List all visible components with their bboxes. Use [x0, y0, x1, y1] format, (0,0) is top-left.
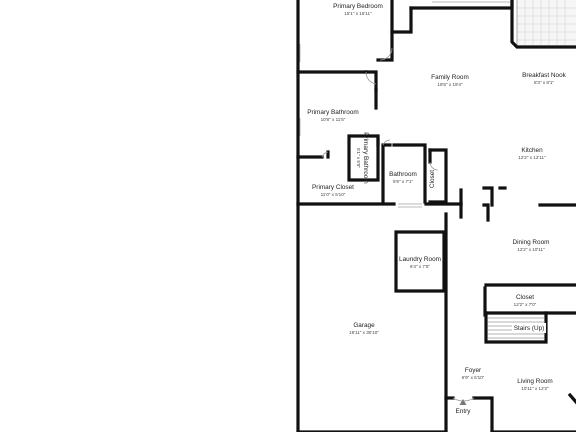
room-dimensions: 18'5" x 19'4" — [437, 82, 463, 87]
room-closet-mid: Closet — [429, 170, 436, 188]
room-living-room: Living Room 10'11" x 12'2" — [517, 378, 553, 391]
room-stairs: Stairs (Up) — [512, 323, 546, 333]
room-dimensions: 10'11" x 12'2" — [521, 386, 549, 391]
room-closet-right: Closet 12'2" x 7'0" — [514, 294, 537, 307]
room-name: Primary Closet — [312, 184, 354, 191]
room-name: Primary Bathroom — [362, 132, 369, 184]
room-dining-room: Dining Room 12'2" x 10'11" — [513, 239, 550, 252]
room-name: Family Room — [431, 74, 469, 81]
room-primary-bathroom-small: Primary Bathroom 5'1" x 5'8" — [356, 132, 369, 184]
room-name: Dining Room — [513, 239, 550, 246]
room-dimensions: 11'0" x 5'10" — [321, 192, 346, 197]
room-name: Garage — [353, 322, 375, 329]
room-name: Closet — [516, 294, 534, 301]
entry-label: Entry — [456, 408, 472, 415]
room-bathroom: Bathroom 5'9" x 7'1" — [389, 171, 417, 184]
room-name: Primary Bathroom — [307, 109, 359, 116]
room-primary-bedroom: Primary Bedroom 15'1" x 16'11" — [333, 3, 383, 16]
room-family-room: Family Room 18'5" x 19'4" — [431, 74, 469, 87]
room-dimensions: 12'2" x 7'0" — [514, 302, 537, 307]
room-laundry-room: Laundry Room 6'4" x 7'5" — [399, 256, 441, 269]
room-breakfast-nook: Breakfast Nook 8'3" x 8'1" — [522, 72, 566, 85]
room-dimensions: 15'1" x 16'11" — [344, 11, 372, 16]
room-dimensions: 6'4" x 7'5" — [410, 264, 430, 269]
room-name: Laundry Room — [399, 256, 441, 263]
room-name: Living Room — [517, 378, 553, 385]
room-dimensions: 12'2" x 12'11" — [518, 155, 546, 160]
room-garage: Garage 19'11" x 30'10" — [349, 322, 379, 335]
triangle-up-icon — [459, 399, 467, 405]
room-dimensions: 8'3" x 8'1" — [534, 80, 554, 85]
room-name: Closet — [429, 170, 436, 188]
room-name: Bathroom — [389, 171, 417, 178]
room-dimensions: 12'2" x 10'11" — [517, 247, 545, 252]
room-dimensions: 5'1" x 5'8" — [356, 148, 361, 168]
room-primary-closet: Primary Closet 11'0" x 5'10" — [312, 184, 354, 197]
room-dimensions: 10'8" x 11'5" — [321, 117, 346, 122]
room-foyer: Foyer 6'9" x 5'10" — [462, 367, 485, 380]
room-name: Kitchen — [521, 147, 543, 154]
room-kitchen: Kitchen 12'2" x 12'11" — [518, 147, 546, 160]
walls — [296, 0, 576, 432]
room-dimensions: 5'9" x 7'1" — [393, 179, 413, 184]
room-dimensions: 6'9" x 5'10" — [462, 375, 485, 380]
room-primary-bathroom: Primary Bathroom 10'8" x 11'5" — [307, 109, 359, 122]
room-name: Foyer — [465, 367, 482, 374]
door-swings — [321, 47, 475, 402]
breakfast-nook-bay — [516, 0, 576, 48]
room-dimensions: 19'11" x 30'10" — [349, 330, 379, 335]
entry-marker: Entry — [456, 399, 472, 415]
room-name: Primary Bedroom — [333, 3, 383, 10]
room-name: Stairs (Up) — [514, 325, 545, 332]
room-name: Breakfast Nook — [522, 72, 566, 79]
